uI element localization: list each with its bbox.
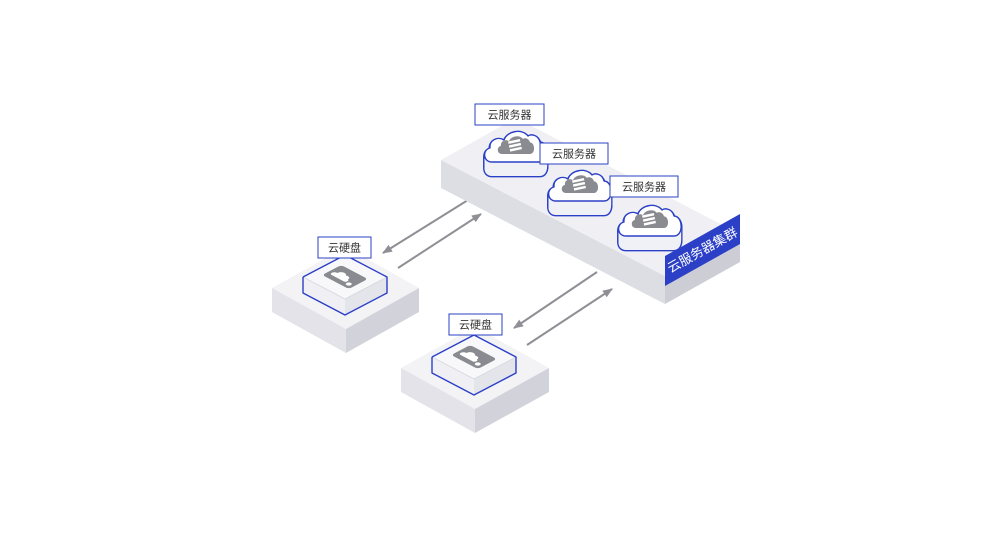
label-box	[539, 142, 609, 165]
server-icon-bar	[642, 212, 655, 218]
server-icon-bar	[573, 185, 586, 191]
block-right-face	[345, 277, 387, 315]
cloud-server-icon	[497, 136, 535, 154]
server-label-text: 云服务器	[622, 181, 666, 194]
cloud-server-icon	[631, 210, 669, 228]
label-box	[317, 236, 372, 259]
disk-label-2: 云硬盘	[448, 313, 503, 336]
server-label-text: 云服务器	[552, 148, 596, 161]
server-label-3: 云服务器	[609, 175, 679, 198]
server-icon-bar	[508, 142, 522, 148]
disk-platform-1: 云硬盘	[272, 236, 419, 353]
cloud-disk-icon	[452, 345, 496, 369]
arrow-disk-1-to-cluster	[397, 213, 482, 269]
server-label-1: 云服务器	[474, 103, 545, 126]
cluster-front-face	[441, 160, 665, 304]
platform-left-face	[401, 368, 475, 433]
cloud-server-icon	[561, 175, 599, 193]
disk-block-2	[431, 334, 517, 396]
label-box	[609, 175, 679, 198]
cluster-sign-board	[665, 214, 740, 286]
platform-right-face	[475, 368, 549, 433]
disk-icon-indicator	[345, 282, 352, 286]
cloud-server-2	[547, 169, 613, 217]
disk-icon-cloud	[330, 272, 350, 282]
server-icon-bar	[508, 138, 521, 144]
disk-block-1	[302, 254, 388, 316]
block-left-face	[432, 357, 474, 395]
disk-icon-cloud	[459, 352, 479, 362]
server-icon-bar	[643, 220, 656, 226]
label-box	[474, 103, 545, 126]
disk-icon-indicator	[474, 362, 481, 366]
server-cluster: 云服务器 云服务器	[441, 103, 741, 304]
disk-label-text: 云硬盘	[459, 318, 492, 332]
cloud-disk-icon	[323, 265, 367, 289]
arrow-disk-2-to-cluster	[526, 288, 613, 346]
cloud-server-3	[617, 204, 683, 252]
arrow-cluster-to-disk-2	[513, 271, 598, 329]
block-left-face	[303, 277, 345, 315]
block-right-face	[474, 357, 516, 395]
arrows	[382, 199, 613, 346]
arrow-cluster-to-disk-1	[382, 199, 469, 254]
platform-left-face	[272, 288, 346, 353]
server-label-text: 云服务器	[488, 109, 532, 122]
disk-label-text: 云硬盘	[328, 241, 361, 255]
disk-platform-2: 云硬盘	[401, 313, 549, 433]
server-icon-bar	[572, 181, 586, 187]
disk-label-1: 云硬盘	[317, 236, 372, 259]
server-icon-bar	[509, 146, 522, 152]
server-label-2: 云服务器	[539, 142, 609, 165]
cloud-server-1	[483, 130, 549, 178]
server-icon-bar	[572, 177, 585, 183]
platform-right-face	[346, 288, 419, 353]
label-box	[448, 313, 503, 336]
server-icon-bar	[642, 216, 656, 222]
